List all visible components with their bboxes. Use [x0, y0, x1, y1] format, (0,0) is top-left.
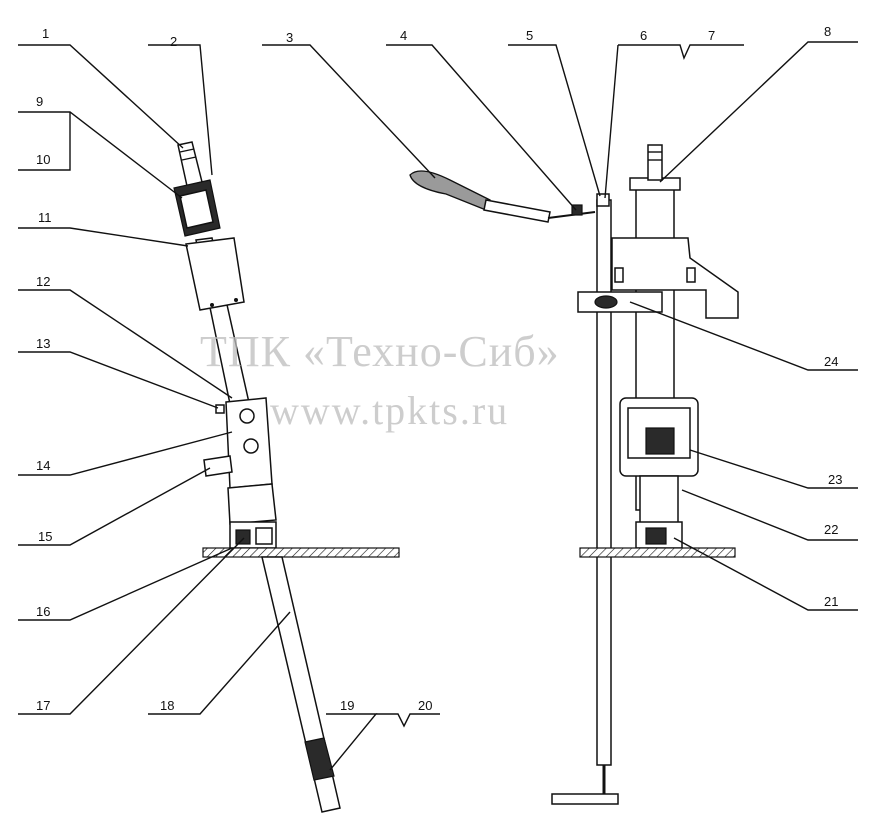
callout-20: 20: [418, 698, 432, 713]
callout-15: 15: [38, 529, 52, 544]
leader-lines: [18, 41, 858, 771]
callout-21: 21: [824, 594, 838, 609]
left-side-view: [173, 141, 400, 813]
callout-19: 19: [340, 698, 354, 713]
floor-plate-left: [202, 547, 400, 558]
callout-1: 1: [42, 26, 49, 41]
watermark-company: ТПК «Техно-Сиб»: [200, 327, 560, 376]
callout-24: 24: [824, 354, 838, 369]
top-spline-front: [647, 144, 663, 181]
top-spline-end: [177, 141, 203, 187]
callout-10: 10: [36, 152, 50, 167]
callout-labels: 1 2 3 4 5 6 7 8 9 10 11 12 13 14 15 16 1…: [36, 24, 842, 713]
lever-stub: [203, 455, 233, 477]
callout-17: 17: [36, 698, 50, 713]
callout-4: 4: [400, 28, 407, 43]
callout-16: 16: [36, 604, 50, 619]
callout-6: 6: [640, 28, 647, 43]
callout-13: 13: [36, 336, 50, 351]
vertical-rod: [596, 199, 612, 766]
front-view: [409, 144, 739, 805]
callout-11: 11: [38, 210, 52, 225]
callout-8: 8: [824, 24, 831, 39]
tilt-lever-handle: [409, 170, 491, 211]
floor-plate-right: [579, 547, 736, 558]
callout-5: 5: [526, 28, 533, 43]
callout-14: 14: [36, 458, 50, 473]
callout-7: 7: [708, 28, 715, 43]
lower-coupling: [304, 737, 335, 781]
watermark-url: www.tpkts.ru: [270, 388, 509, 433]
callout-22: 22: [824, 522, 838, 537]
mounting-bracket: [611, 237, 739, 319]
callout-2: 2: [170, 34, 177, 49]
callout-3: 3: [286, 30, 293, 45]
callout-9: 9: [36, 94, 43, 109]
watermark: ТПК «Техно-Сиб» www.tpkts.ru: [200, 327, 560, 433]
callout-23: 23: [828, 472, 842, 487]
callout-18: 18: [160, 698, 174, 713]
callout-12: 12: [36, 274, 50, 289]
upper-housing: [185, 237, 245, 311]
